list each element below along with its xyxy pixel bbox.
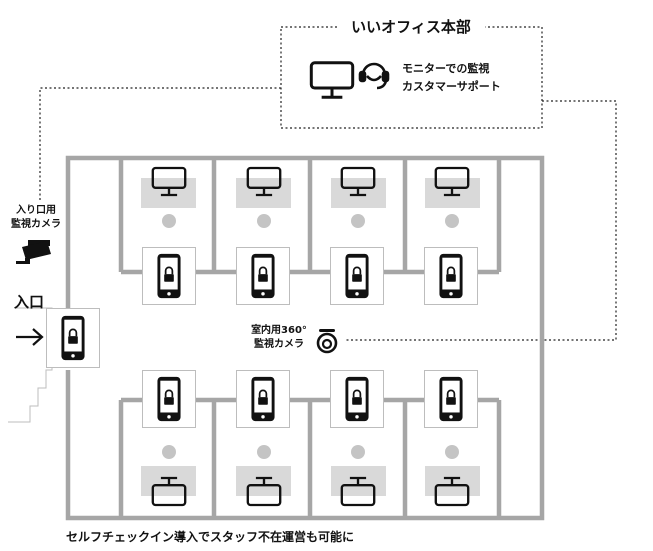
hq-title: いいオフィス本部: [337, 12, 485, 42]
entrance-checkin-phone: [46, 308, 100, 368]
security-camera-icon: [16, 240, 51, 264]
camera-360-icon: [316, 329, 338, 354]
smartphone-lock-icon: [330, 370, 384, 428]
indoor-camera-line1: 室内用360°: [251, 325, 307, 336]
top-desks: [141, 166, 480, 228]
smartphone-lock-icon: [142, 370, 196, 428]
network-lines: [39, 26, 617, 341]
entrance-camera-line2: 監視カメラ: [11, 219, 61, 230]
entrance-camera-label: 入り口用 監視カメラ: [8, 204, 64, 232]
smartphone-lock-icon: [330, 247, 384, 305]
indoor-camera-label: 室内用360° 監視カメラ: [244, 324, 314, 352]
hq-description: モニターでの監視 カスタマーサポート: [402, 60, 501, 96]
hq-line-support: カスタマーサポート: [402, 80, 501, 93]
caption: セルフチェックイン導入でスタッフ不在運営も可能に: [66, 530, 355, 544]
office-walls: [65, 155, 545, 521]
hq-line-monitoring: モニターでの監視: [402, 62, 490, 75]
headset-icon: [358, 62, 390, 90]
smartphone-lock-icon: [424, 370, 478, 428]
smartphone-lock-icon: [142, 247, 196, 305]
bottom-desks: [141, 445, 480, 507]
arrow-right-icon: [16, 328, 44, 346]
entrance-label: 入口: [14, 293, 45, 311]
indoor-camera-line2: 監視カメラ: [254, 339, 304, 350]
smartphone-lock-icon: [424, 247, 478, 305]
monitor-icon: [309, 61, 355, 99]
smartphone-lock-icon: [236, 370, 290, 428]
smartphone-lock-icon: [236, 247, 290, 305]
entrance-camera-line1: 入り口用: [16, 205, 56, 216]
